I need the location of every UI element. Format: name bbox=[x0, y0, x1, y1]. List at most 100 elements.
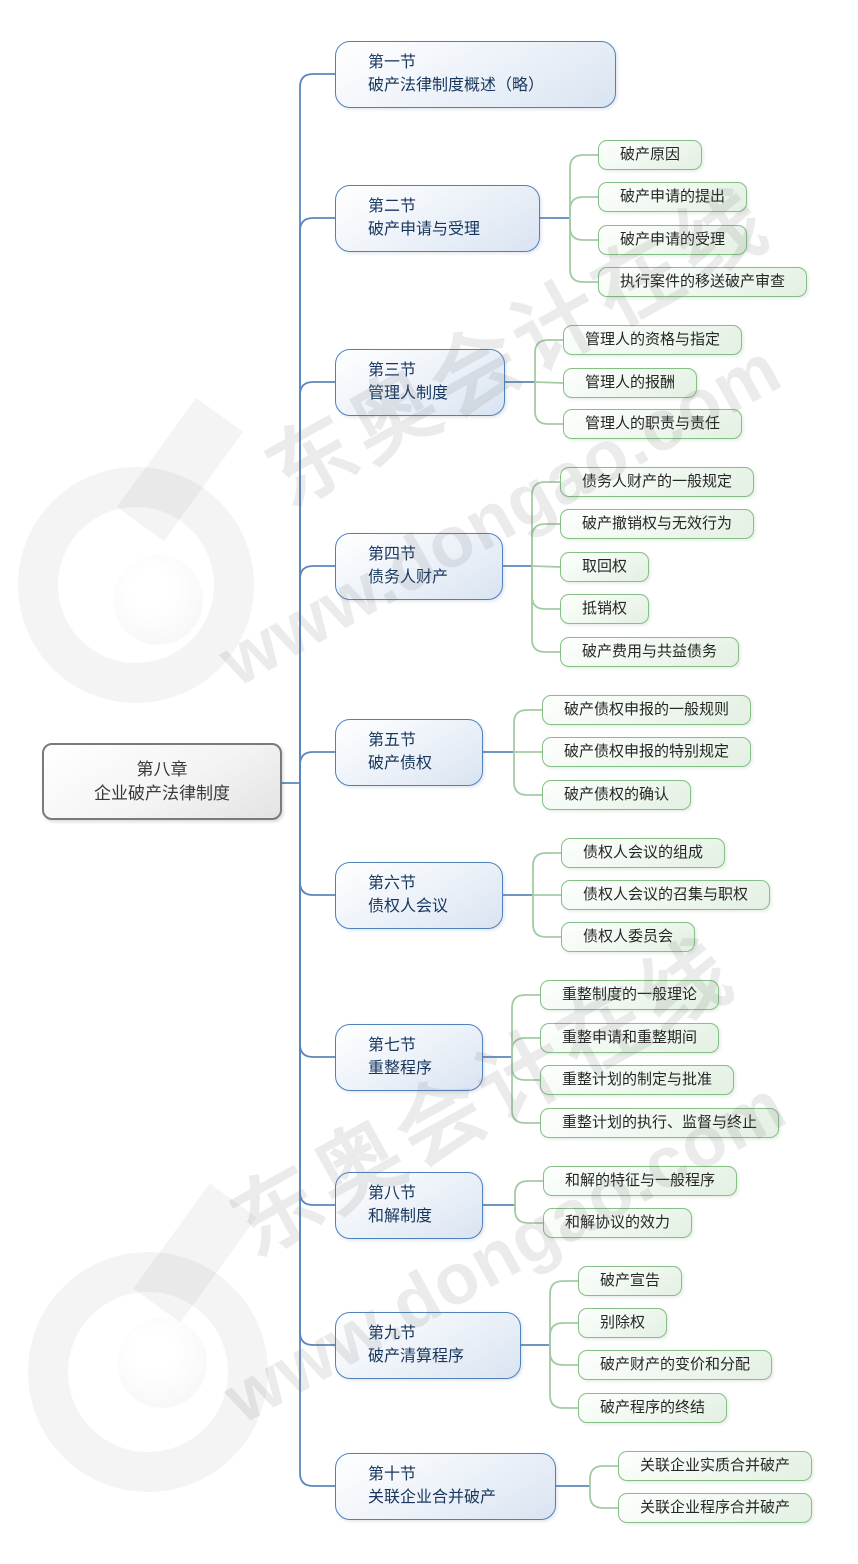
subtopic-node[interactable]: 破产撤销权与无效行为 bbox=[560, 509, 755, 539]
section-title-line: 第五节 bbox=[368, 732, 417, 749]
subtopic-node[interactable]: 债权人会议的组成 bbox=[561, 838, 726, 868]
subtopic-node[interactable]: 管理人的职责与责任 bbox=[563, 409, 743, 439]
section-title-line: 第八节 bbox=[368, 1185, 417, 1202]
connector-line bbox=[549, 1322, 578, 1345]
section-title-line: 第三节 bbox=[368, 362, 417, 379]
section-node-6[interactable]: 第六节债权人会议 bbox=[335, 861, 503, 929]
connector-line bbox=[569, 218, 598, 241]
subtopic-node[interactable]: 破产申请的受理 bbox=[598, 225, 748, 255]
subtopic-node[interactable]: 管理人的报酬 bbox=[563, 368, 698, 398]
section-title-line: 和解制度 bbox=[368, 1208, 433, 1225]
section-title-line: 债务人财产 bbox=[368, 569, 449, 586]
subtopic-node[interactable]: 取回权 bbox=[560, 552, 650, 582]
section-node-7[interactable]: 第七节重整程序 bbox=[335, 1023, 483, 1091]
connector-line bbox=[589, 1486, 618, 1509]
section-title-line: 管理人制度 bbox=[368, 385, 449, 402]
subtopic-node[interactable]: 破产费用与共益债务 bbox=[560, 637, 740, 667]
section-title-line: 破产清算程序 bbox=[368, 1348, 465, 1365]
subtopic-node[interactable]: 重整申请和重整期间 bbox=[540, 1023, 720, 1053]
section-node-8[interactable]: 第八节和解制度 bbox=[335, 1171, 483, 1239]
section-title-line: 第九节 bbox=[368, 1325, 417, 1342]
section-node-4[interactable]: 第四节债务人财产 bbox=[335, 532, 503, 600]
subtopic-node[interactable]: 债权人委员会 bbox=[561, 922, 696, 952]
section-title-line: 债权人会议 bbox=[368, 898, 449, 915]
connector-line bbox=[531, 565, 561, 568]
connector-line bbox=[532, 895, 561, 938]
subtopic-node[interactable]: 重整制度的一般理论 bbox=[540, 980, 720, 1010]
subtopic-node[interactable]: 债务人财产的一般规定 bbox=[560, 467, 755, 497]
section-node-1[interactable]: 第一节破产法律制度概述（略） bbox=[335, 40, 616, 108]
subtopic-node[interactable]: 破产财产的变价和分配 bbox=[578, 1350, 773, 1380]
connector-line bbox=[549, 1280, 578, 1345]
section-title-line: 第七节 bbox=[368, 1037, 417, 1054]
subtopic-node[interactable]: 执行案件的移送破产审查 bbox=[598, 267, 808, 297]
connector-line bbox=[531, 566, 560, 653]
connector-line bbox=[569, 196, 598, 218]
section-node-10[interactable]: 第十节关联企业合并破产 bbox=[335, 1452, 556, 1520]
subtopic-node[interactable]: 关联企业实质合并破产 bbox=[618, 1451, 813, 1481]
connector-line bbox=[569, 154, 598, 218]
connector-line bbox=[299, 751, 335, 783]
connector-line bbox=[532, 852, 561, 895]
section-title-line: 破产申请与受理 bbox=[368, 221, 481, 238]
connector-line bbox=[299, 381, 335, 783]
connector-line bbox=[299, 783, 335, 1058]
connector-line bbox=[513, 752, 542, 796]
connector-line bbox=[514, 1180, 543, 1205]
section-title-line: 重整程序 bbox=[368, 1060, 433, 1077]
connector-line bbox=[299, 783, 335, 1346]
section-title-line: 破产债权 bbox=[368, 755, 433, 772]
section-node-3[interactable]: 第三节管理人制度 bbox=[335, 348, 505, 416]
connector-line bbox=[531, 523, 560, 566]
subtopic-node[interactable]: 管理人的资格与指定 bbox=[563, 325, 743, 355]
connector-line bbox=[531, 481, 560, 566]
connector-line bbox=[513, 709, 542, 752]
section-title-line: 第一节 bbox=[368, 54, 417, 71]
connector-line bbox=[511, 1057, 540, 1081]
subtopic-node[interactable]: 重整计划的制定与批准 bbox=[540, 1065, 735, 1095]
connector-line bbox=[534, 339, 563, 382]
section-node-2[interactable]: 第二节破产申请与受理 bbox=[335, 184, 540, 252]
connector-line bbox=[549, 1345, 578, 1366]
connector-line bbox=[534, 381, 564, 384]
connector-line bbox=[531, 566, 560, 610]
section-title-line: 关联企业合并破产 bbox=[368, 1489, 497, 1506]
section-title-line: 第二节 bbox=[368, 198, 417, 215]
connector-line bbox=[589, 1465, 618, 1486]
connector-line bbox=[511, 1037, 540, 1057]
subtopic-node[interactable]: 债权人会议的召集与职权 bbox=[561, 880, 771, 910]
subtopic-node[interactable]: 和解协议的效力 bbox=[543, 1208, 693, 1238]
root-title-line2: 企业破产法律制度 bbox=[94, 783, 230, 803]
subtopic-node[interactable]: 破产债权申报的特别规定 bbox=[542, 737, 752, 767]
subtopic-node[interactable]: 破产债权的确认 bbox=[542, 780, 692, 810]
subtopic-node[interactable]: 破产债权申报的一般规则 bbox=[542, 695, 752, 725]
subtopic-node[interactable]: 重整计划的执行、监督与终止 bbox=[540, 1108, 780, 1138]
subtopic-node[interactable]: 抵销权 bbox=[560, 594, 650, 624]
section-title-line: 第四节 bbox=[368, 546, 417, 563]
connector-line bbox=[549, 1345, 578, 1409]
connector-line bbox=[534, 382, 563, 425]
connector-line bbox=[299, 783, 335, 896]
connector-line bbox=[299, 73, 335, 783]
subtopic-node[interactable]: 破产申请的提出 bbox=[598, 182, 748, 212]
connector-line bbox=[299, 217, 335, 783]
connector-line bbox=[511, 1057, 540, 1124]
section-title-line: 第六节 bbox=[368, 875, 417, 892]
subtopic-node[interactable]: 和解的特征与一般程序 bbox=[543, 1166, 738, 1196]
root-title-line1: 第八章 bbox=[136, 759, 188, 779]
section-node-9[interactable]: 第九节破产清算程序 bbox=[335, 1311, 521, 1379]
section-node-5[interactable]: 第五节破产债权 bbox=[335, 718, 483, 786]
subtopic-node[interactable]: 别除权 bbox=[578, 1308, 668, 1338]
subtopic-node[interactable]: 破产宣告 bbox=[578, 1266, 683, 1296]
subtopic-node[interactable]: 关联企业程序合并破产 bbox=[618, 1493, 813, 1523]
subtopic-node[interactable]: 破产原因 bbox=[598, 140, 703, 170]
connector-line bbox=[569, 218, 598, 283]
connector-line bbox=[299, 783, 335, 1487]
connector-line bbox=[511, 994, 540, 1057]
connector-line bbox=[514, 1205, 543, 1224]
connector-line bbox=[299, 565, 335, 783]
root-node[interactable]: 第八章 企业破产法律制度 bbox=[42, 743, 282, 820]
subtopic-node[interactable]: 破产程序的终结 bbox=[578, 1393, 728, 1423]
